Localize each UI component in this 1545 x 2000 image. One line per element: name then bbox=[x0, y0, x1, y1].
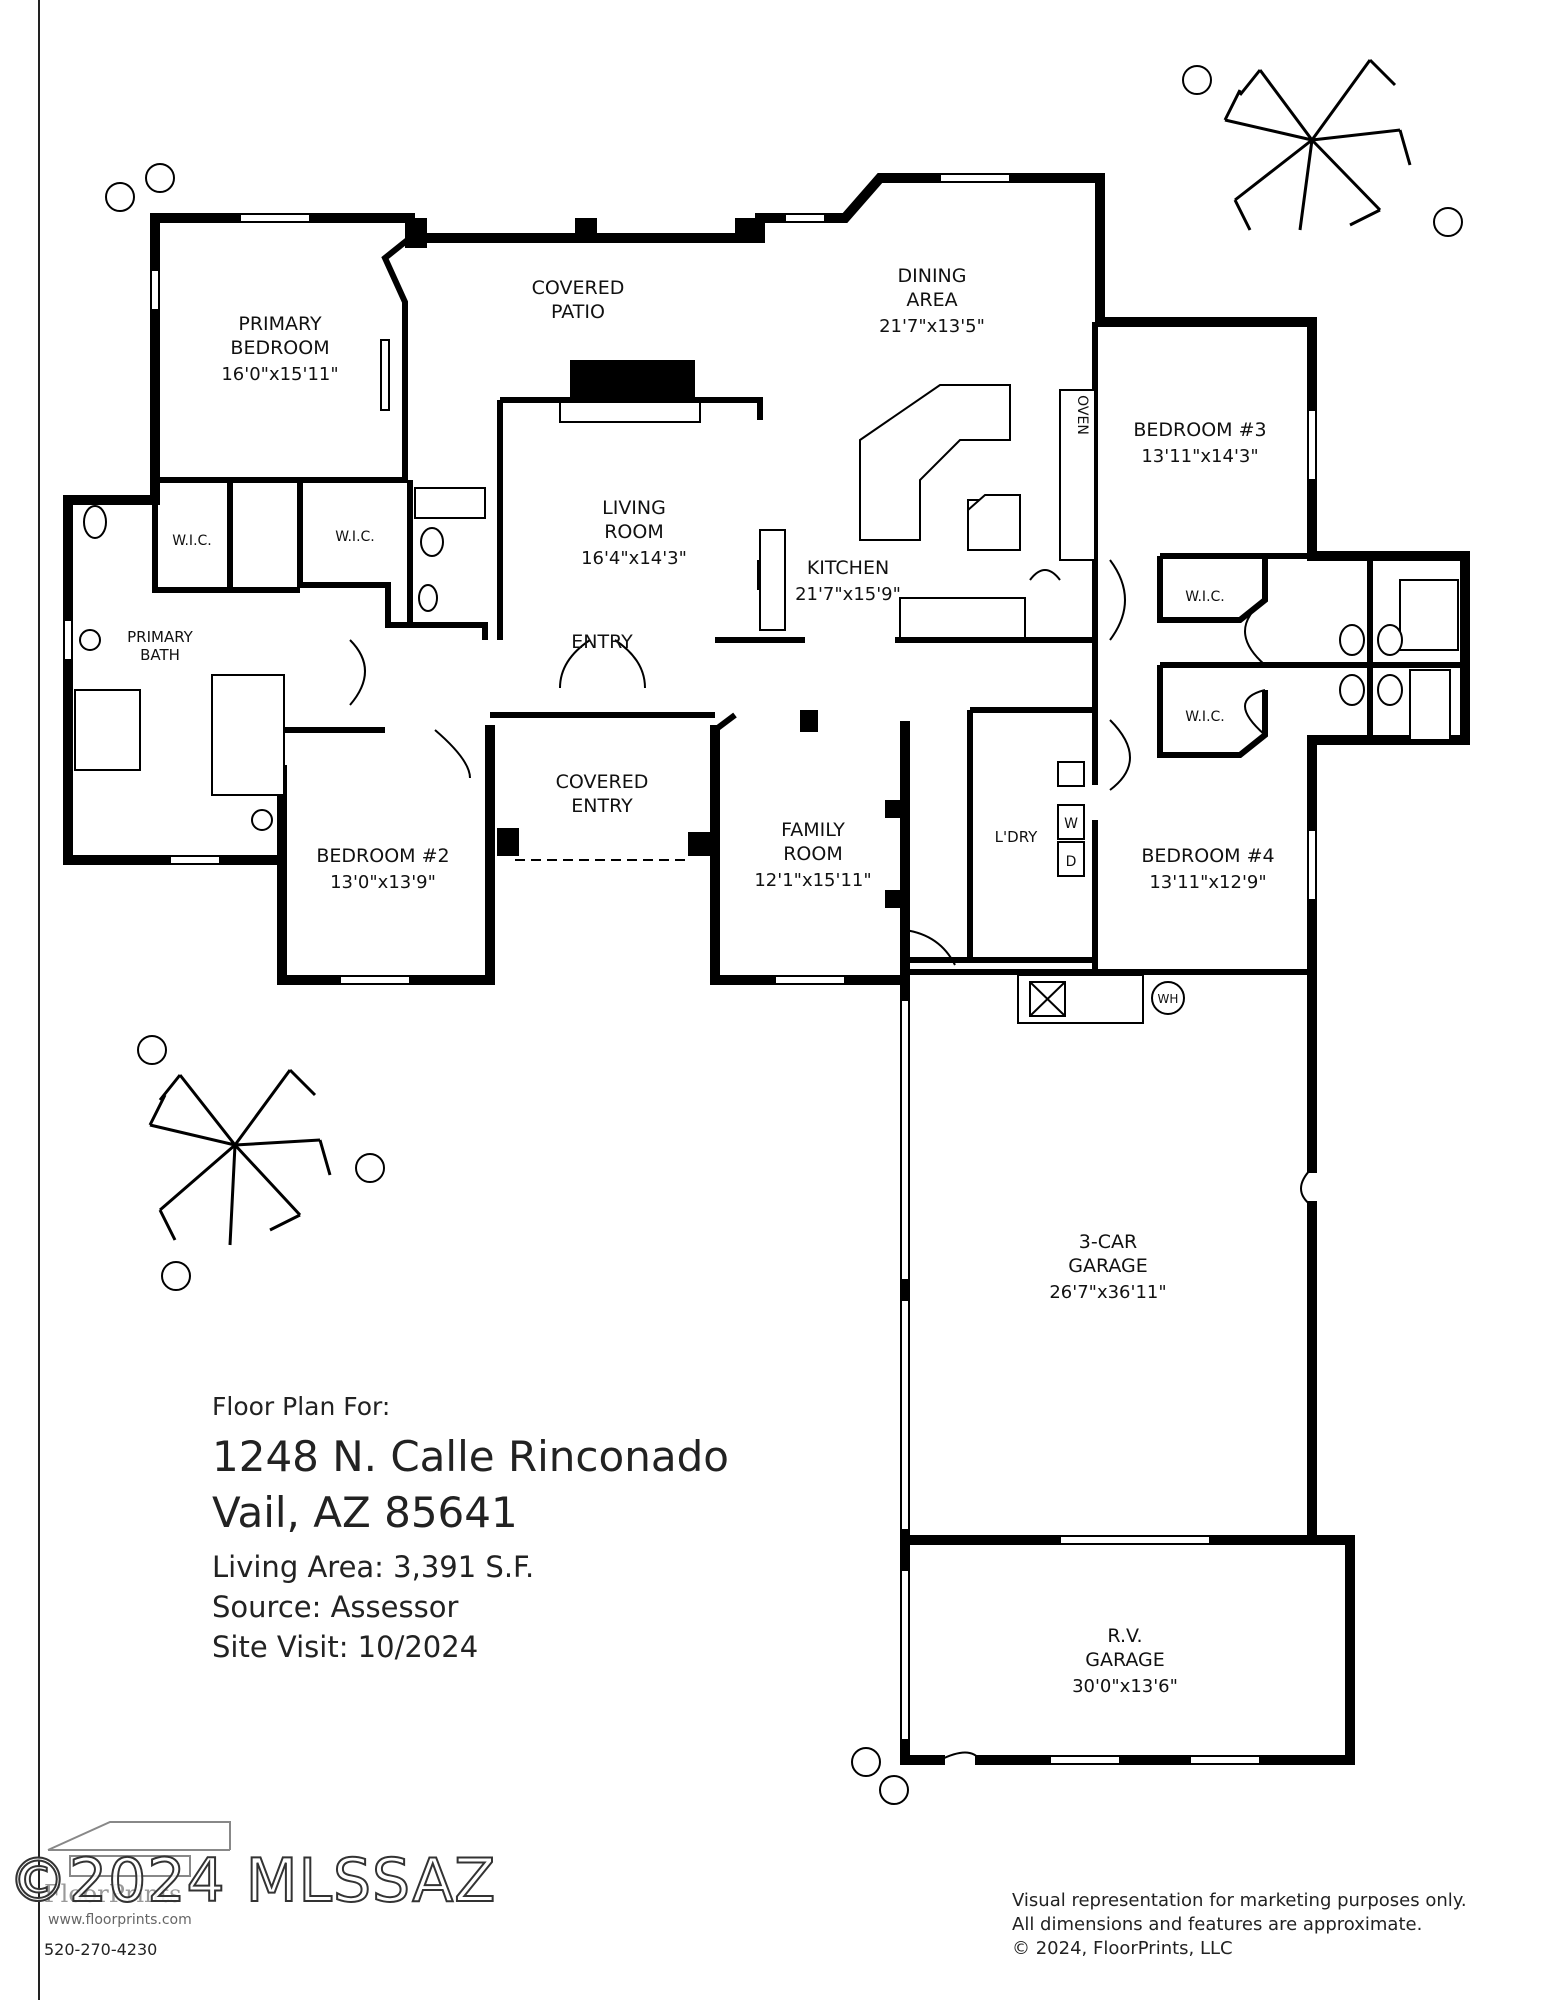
primary-bedroom-label-2: BEDROOM bbox=[230, 337, 329, 359]
logo-name: FloorPrints bbox=[44, 1880, 182, 1908]
family-room-label-2: ROOM bbox=[783, 843, 843, 865]
bedroom4-dims: 13'11"x12'9" bbox=[1149, 872, 1266, 893]
kitchen-label: KITCHEN bbox=[807, 557, 889, 579]
source: Source: Assessor bbox=[212, 1590, 459, 1624]
living-room-label-1: LIVING bbox=[602, 497, 666, 519]
wic-primary1-label: W.I.C. bbox=[172, 533, 212, 549]
bedroom2-label: BEDROOM #2 bbox=[316, 845, 449, 867]
page-border-line bbox=[38, 0, 40, 2000]
disclaimer-line3: © 2024, FloorPrints, LLC bbox=[1012, 1938, 1233, 1959]
wic-bed4-label: W.I.C. bbox=[1185, 709, 1225, 725]
bedroom2-dims: 13'0"x13'9" bbox=[330, 872, 436, 893]
dining-area-dims: 21'7"x13'5" bbox=[879, 316, 985, 337]
address-line2: Vail, AZ 85641 bbox=[212, 1488, 518, 1537]
address-line1: 1248 N. Calle Rinconado bbox=[212, 1432, 729, 1481]
tree-icon bbox=[1223, 58, 1412, 231]
floorprints-logo-icon bbox=[47, 1821, 231, 1877]
living-room-label-2: ROOM bbox=[604, 521, 664, 543]
entry-label: ENTRY bbox=[571, 631, 633, 653]
washer-label: W bbox=[1064, 816, 1078, 832]
kitchen-dims: 21'7"x15'9" bbox=[795, 584, 901, 605]
dining-area-label-1: DINING bbox=[898, 265, 967, 287]
wic-primary2-label: W.I.C. bbox=[335, 529, 375, 545]
info-heading: Floor Plan For: bbox=[212, 1392, 391, 1421]
garage3-label-1: 3-CAR bbox=[1079, 1231, 1137, 1253]
primary-bath-label-2: BATH bbox=[140, 646, 180, 664]
primary-bedroom-dims: 16'0"x15'11" bbox=[221, 364, 338, 385]
mls-watermark: ©2024 MLSSAZ bbox=[7, 1845, 497, 1917]
tree-icon bbox=[148, 1068, 332, 1246]
door-swings bbox=[349, 559, 1313, 1761]
rv-garage-label-2: GARAGE bbox=[1085, 1649, 1165, 1671]
garage3-dims: 26'7"x36'11" bbox=[1049, 1282, 1166, 1303]
covered-entry-label-2: ENTRY bbox=[571, 795, 633, 817]
columns bbox=[405, 218, 903, 908]
water-heater bbox=[1151, 981, 1185, 1015]
living-area: Living Area: 3,391 S.F. bbox=[212, 1550, 535, 1584]
site-visit: Site Visit: 10/2024 bbox=[212, 1630, 479, 1664]
oven-label: OVEN bbox=[1074, 395, 1090, 435]
garage3-label-2: GARAGE bbox=[1068, 1255, 1148, 1277]
logo-url: www.floorprints.com bbox=[48, 1912, 192, 1928]
bath-fixtures bbox=[74, 487, 1459, 831]
shrub-icon bbox=[105, 65, 1463, 1805]
dining-area-label-2: AREA bbox=[906, 289, 957, 311]
windows bbox=[63, 173, 1317, 1765]
dryer-label: D bbox=[1066, 854, 1077, 870]
bedroom3-label: BEDROOM #3 bbox=[1133, 419, 1266, 441]
disclaimer-line1: Visual representation for marketing purp… bbox=[1012, 1890, 1467, 1911]
bedroom4-label: BEDROOM #4 bbox=[1141, 845, 1274, 867]
covered-entry-label-1: COVERED bbox=[556, 771, 649, 793]
living-room-dims: 16'4"x14'3" bbox=[581, 548, 687, 569]
primary-bath-label-1: PRIMARY bbox=[127, 628, 194, 646]
rv-garage-dims: 30'0"x13'6" bbox=[1072, 1676, 1178, 1697]
family-room-dims: 12'1"x15'11" bbox=[754, 870, 871, 891]
kitchen-counters bbox=[759, 384, 1096, 639]
family-room-label-1: FAMILY bbox=[781, 819, 845, 841]
water-heater-label: WH bbox=[1158, 992, 1179, 1006]
rv-garage-label-1: R.V. bbox=[1107, 1625, 1142, 1647]
wic-bed3-label: W.I.C. bbox=[1185, 589, 1225, 605]
laundry-label: L'DRY bbox=[995, 828, 1038, 846]
primary-bedroom-label-1: PRIMARY bbox=[238, 313, 322, 335]
room-labels: COVERED PATIO PRIMARY BEDROOM 16'0"x15'1… bbox=[127, 265, 1274, 1697]
covered-patio-label-2: PATIO bbox=[551, 301, 605, 323]
fireplace-hearth bbox=[559, 401, 701, 423]
bedroom3-dims: 13'11"x14'3" bbox=[1141, 446, 1258, 467]
covered-patio-label-1: COVERED bbox=[532, 277, 625, 299]
disclaimer-line2: All dimensions and features are approxim… bbox=[1012, 1914, 1423, 1935]
logo-phone: 520-270-4230 bbox=[44, 1940, 158, 1959]
laundry-appliances bbox=[1057, 761, 1085, 877]
